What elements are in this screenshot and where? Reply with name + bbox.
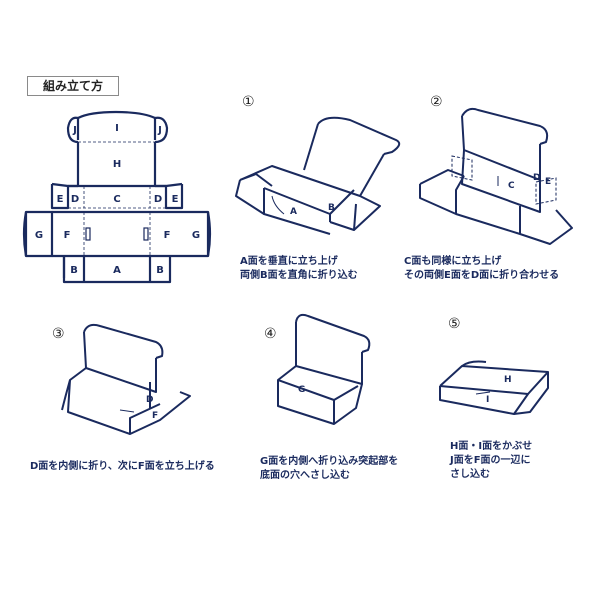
step-1-caption-line-2: 両側B面を直角に折り込む	[240, 270, 358, 281]
step-2-label-c: C	[508, 181, 515, 191]
step-3-caption-line-1: D面を内側に折り、次にF面を立ち上げる	[30, 461, 215, 472]
step-1-label-b: B	[328, 203, 335, 213]
step-1-caption: A面を垂直に立ち上げ 両側B面を直角に折り込む	[240, 255, 358, 283]
title-text: 組み立て方	[42, 79, 103, 93]
step-1-label-a: A	[290, 207, 297, 217]
step-2-label-d: D	[533, 173, 540, 183]
step-4-caption-line-2: 底面の穴へさし込む	[260, 470, 350, 481]
step-3-caption: D面を内側に折り、次にF面を立ち上げる	[30, 460, 215, 474]
net-label-f-right: F	[164, 230, 171, 241]
net-label-g-right: G	[192, 230, 200, 241]
step-5-label-i: I	[486, 395, 489, 405]
step-1-number: ①	[242, 94, 255, 110]
net-label-g-left: G	[35, 230, 43, 241]
step-5-caption-line-2: J面をF面の一辺に	[450, 455, 531, 466]
step-4-caption: G面を内側へ折り込み突起部を 底面の穴へさし込む	[260, 455, 398, 483]
net-label-i: I	[115, 123, 119, 134]
title-box: 組み立て方	[27, 76, 119, 96]
step-1-caption-line-1: A面を垂直に立ち上げ	[240, 256, 338, 267]
step-3-label-f: F	[152, 411, 158, 421]
net-label-j-left: J	[72, 125, 77, 136]
step-4-number: ④	[264, 326, 277, 342]
net-label-b-left: B	[70, 265, 78, 276]
step-5-label-h: H	[504, 375, 512, 385]
net-label-a: A	[113, 265, 121, 276]
net-label-e-right: E	[172, 194, 179, 205]
step-3-number: ③	[52, 326, 65, 342]
net-label-e-left: E	[57, 194, 64, 205]
step-2-caption-line-2: その両側E面をD面に折り合わせる	[404, 270, 560, 281]
step-2-label-e: E	[545, 177, 551, 187]
step-2-caption: C面も同様に立ち上げ その両側E面をD面に折り合わせる	[404, 255, 559, 283]
step-4-label-g: G	[298, 385, 305, 395]
net-label-f-left: F	[64, 230, 71, 241]
step-5-caption: H面・I面をかぶせ J面をF面の一辺に さし込む	[450, 440, 532, 482]
net-label-b-right: B	[156, 265, 164, 276]
step-5-caption-line-3: さし込む	[450, 469, 490, 480]
net-label-j-right: J	[157, 125, 162, 136]
step-5-number: ⑤	[448, 316, 461, 332]
step-3-label-d: D	[146, 395, 153, 405]
net-label-d-right: D	[154, 194, 162, 205]
step-2-number: ②	[430, 94, 443, 110]
net-label-c: C	[113, 194, 120, 205]
step-5-caption-line-1: H面・I面をかぶせ	[450, 441, 533, 452]
step-2-caption-line-1: C面も同様に立ち上げ	[404, 256, 502, 267]
step-4-caption-line-1: G面を内側へ折り込み突起部を	[260, 456, 399, 467]
net-label-d-left: D	[71, 194, 79, 205]
net-label-h: H	[113, 159, 121, 170]
